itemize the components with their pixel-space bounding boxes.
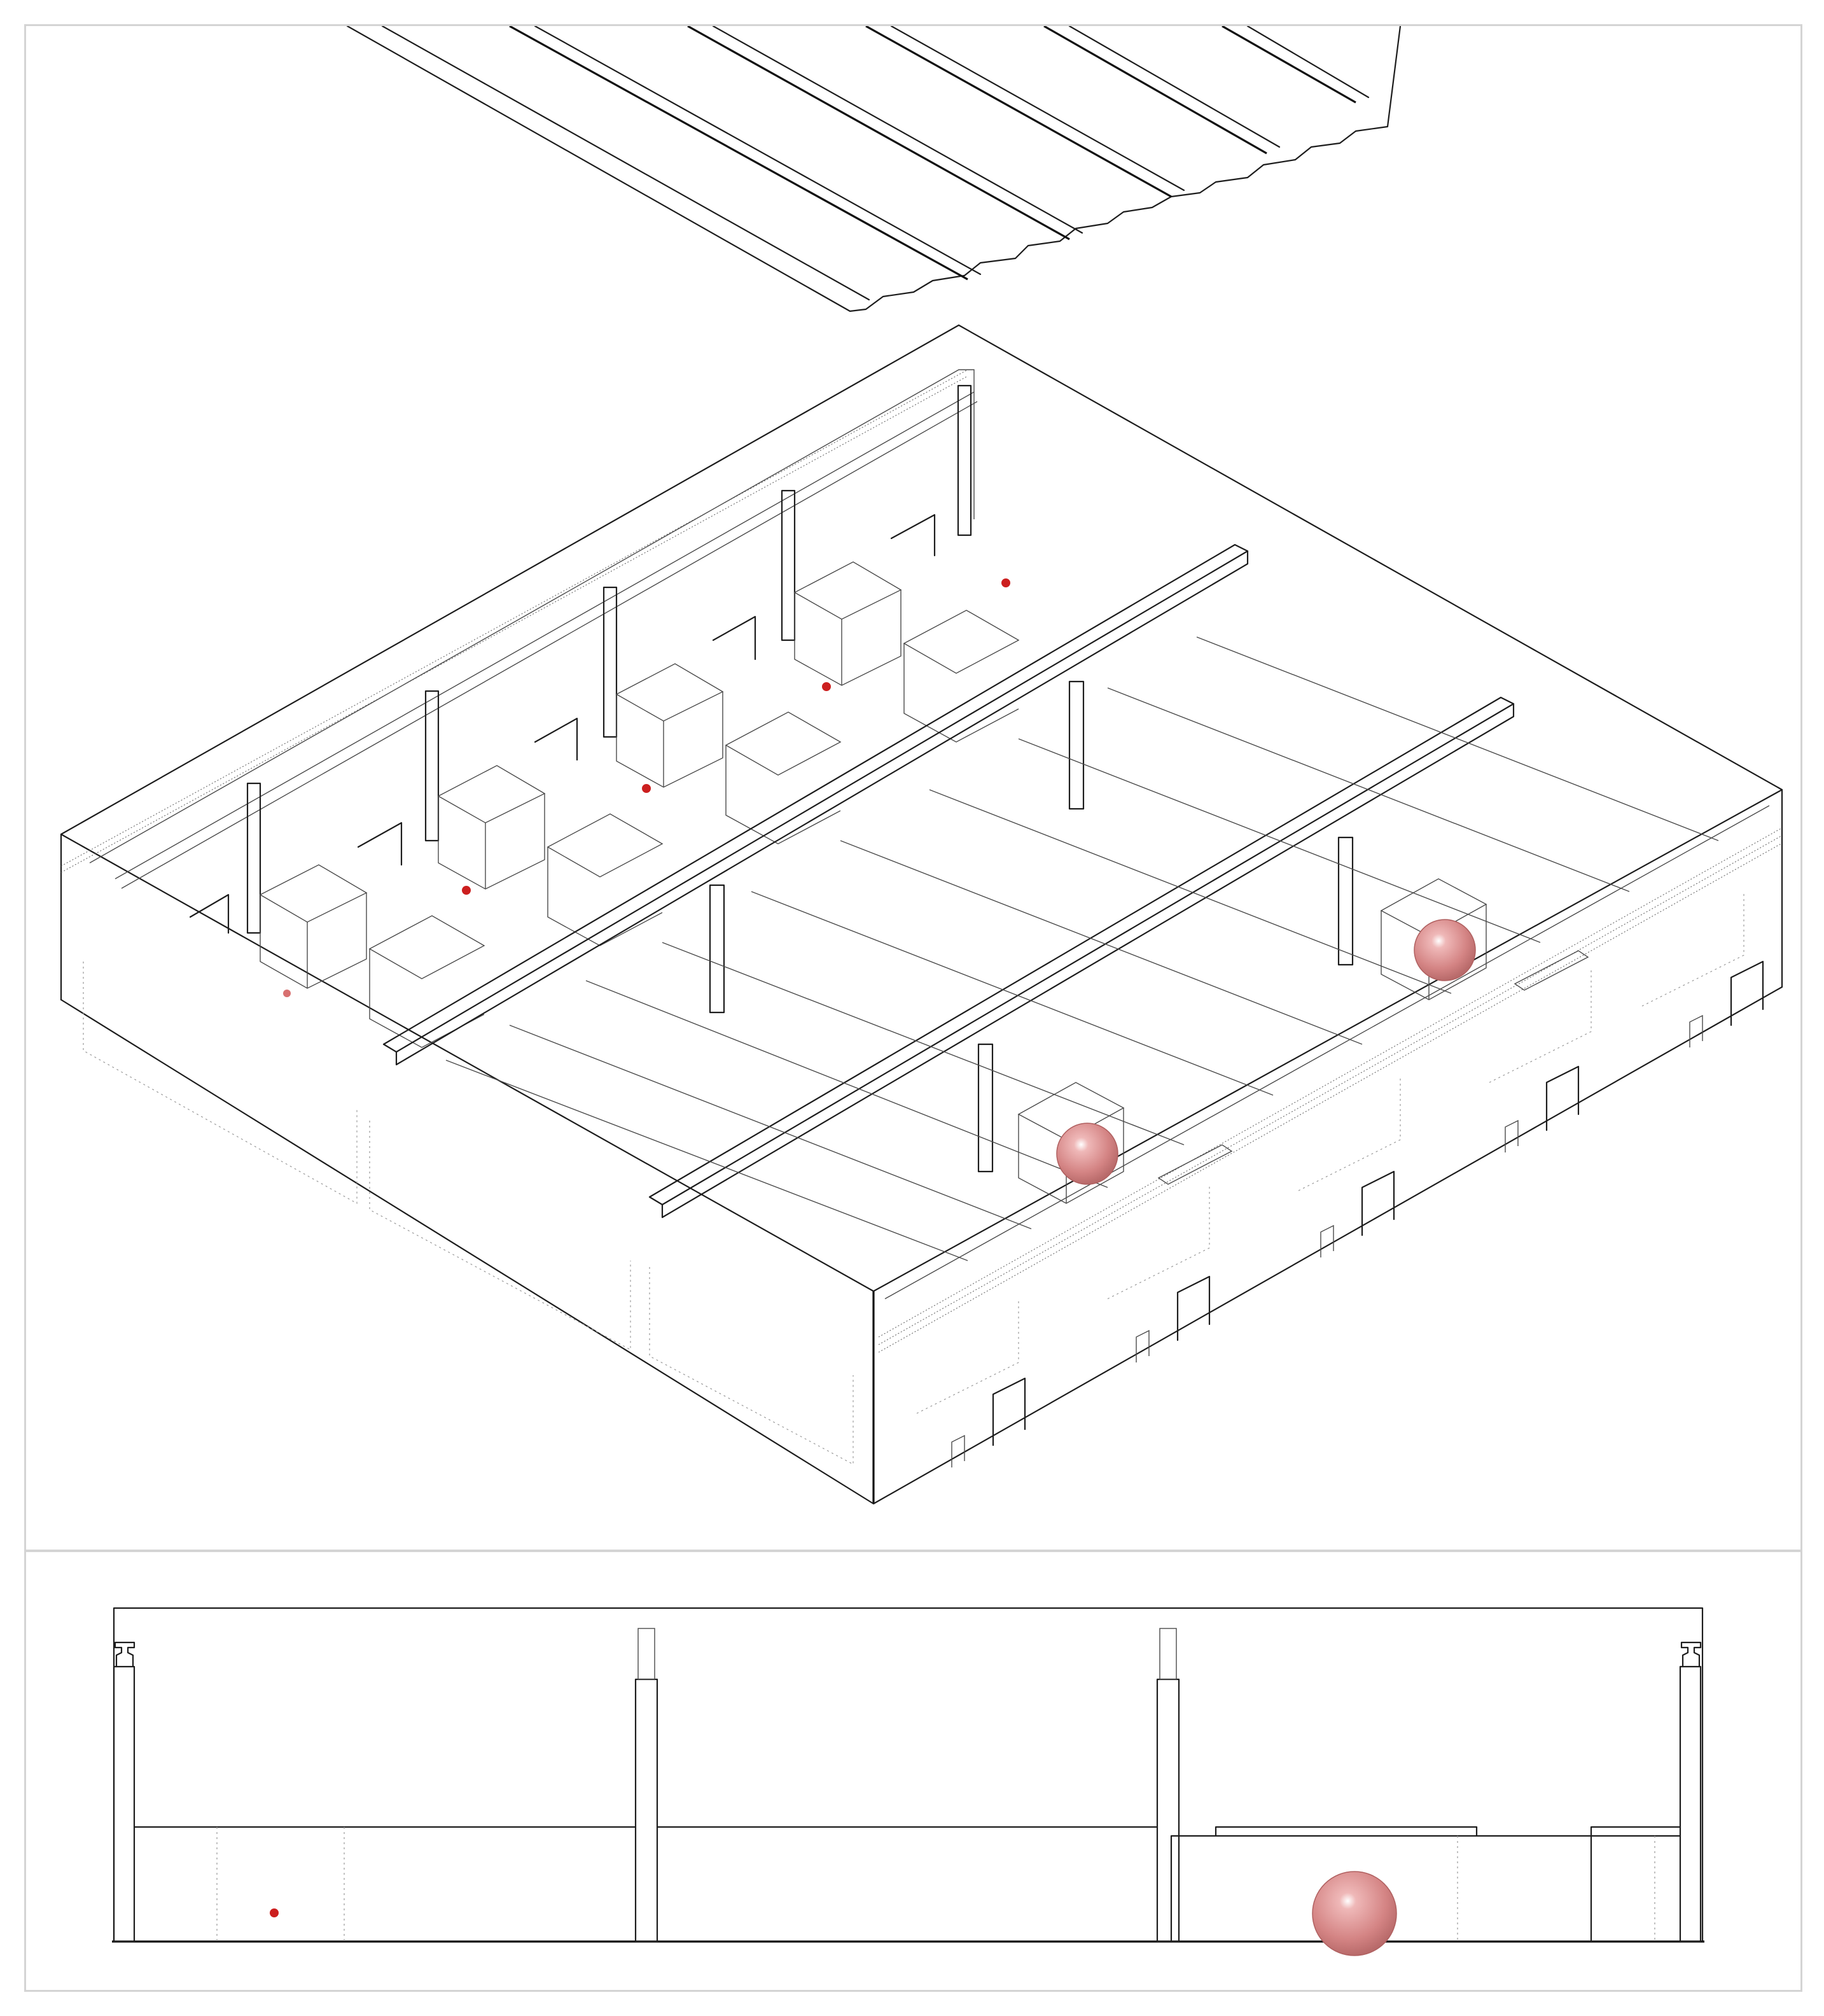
sphere-marker [1056,1123,1118,1185]
lower-rooms [83,892,1744,1465]
point-markers [283,578,1010,997]
section-view-panel [24,1550,1802,1992]
roof-beams [382,543,1515,1219]
section-outline [112,1607,1704,1943]
wall-rail-hatch [60,369,1783,1353]
point-marker [270,1908,279,1917]
floor-strips [445,636,1719,1261]
sphere-marker [1414,919,1476,981]
module-cubes-back [259,561,902,989]
front-wall-doors [951,960,1764,1467]
sphere-marker [1312,1871,1397,1956]
building-volume [60,324,1783,1505]
point-marker [1001,578,1010,587]
sphere-markers [1056,919,1476,1185]
point-marker [642,784,651,793]
isometric-view-panel [24,24,1802,1551]
point-marker [283,990,291,997]
back-wall-doors [189,514,936,934]
section-markers [270,1871,1397,1956]
section-rooms [133,1826,1681,1943]
module-cubes-middle [368,610,1020,1048]
interior-columns [709,680,1354,1173]
corrugated-roof-panel [346,26,1402,312]
back-wall-columns [246,384,972,934]
point-marker [462,886,471,895]
point-marker [822,682,831,691]
section-drawing [112,1607,1704,1956]
isometric-drawing [60,26,1783,1505]
